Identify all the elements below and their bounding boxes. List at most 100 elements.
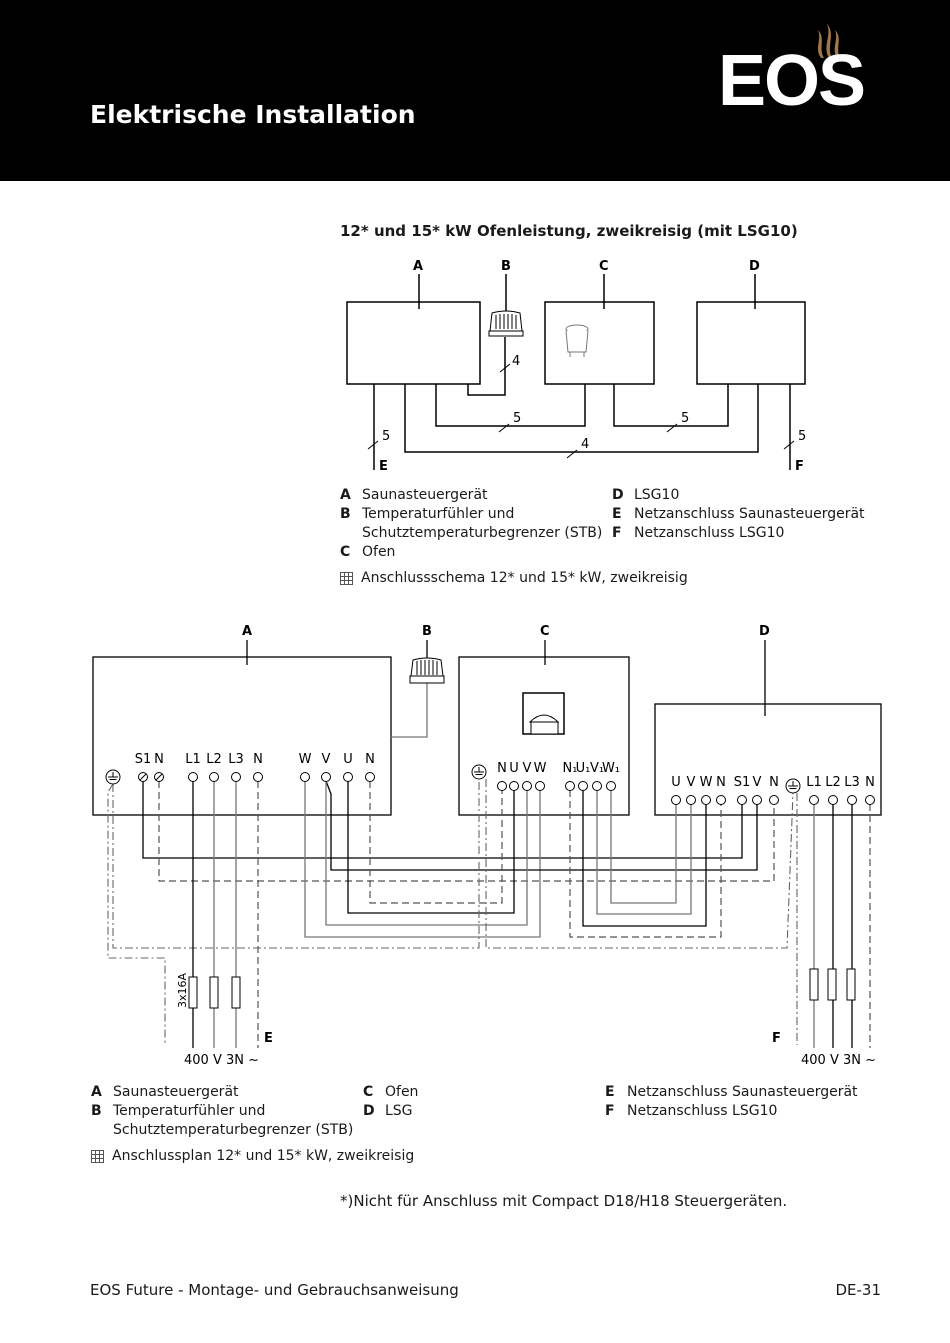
wire [142,781,743,859]
cable-number: 4 [512,354,520,369]
terminal-label: V [322,752,331,767]
terminal: S1 [135,752,152,782]
label-e: E [379,459,388,474]
terminal: N [154,752,164,782]
terminal-label: N [497,761,507,776]
terminal: N [253,752,263,782]
terminal: L1 [185,752,201,782]
terminal: N [365,752,375,782]
eos-logo: EOS [718,22,883,117]
label-d: D [749,259,760,274]
terminal-label: S1 [135,752,152,767]
diagram1-title: 12* und 15* kW Ofenleistung, zweikreisig… [340,222,798,240]
label-c: C [540,624,550,639]
terminal: V [522,761,532,791]
terminal-label: W [299,752,312,767]
diagram1-caption: Anschlussschema 12* und 15* kW, zweikrei… [340,570,688,586]
terminal: L1 [806,775,822,805]
fuses [188,968,856,1009]
terminal-label: W₁ [602,761,620,776]
terminal-label: U₁ [576,761,591,776]
supply-voltage-left: 400 V 3N ~ [184,1053,259,1068]
label-a: A [242,624,252,639]
page-header: Elektrische Installation EOS [0,0,950,181]
terminal: U [671,775,681,805]
footnote: *)Nicht für Anschluss mit Compact D18/H1… [340,1192,788,1210]
cable-number: 5 [681,411,689,426]
terminal-label: L2 [206,752,222,767]
wire [596,790,692,915]
terminal-label: L3 [228,752,244,767]
cable-number: 5 [798,429,806,444]
wire [304,781,541,938]
terminal: S1 [734,775,751,805]
footer-page-number: DE-31 [835,1281,881,1299]
terminal-label: W [700,775,713,790]
terminal-label: W [534,761,547,776]
terminal: L2 [206,752,222,782]
cable-number: 5 [382,429,390,444]
heater-icon [522,692,565,735]
label-f: F [772,1031,781,1046]
terminal-label: S1 [734,775,751,790]
terminal-label: U [509,761,519,776]
terminal: N [769,775,779,805]
ground-icon [471,764,487,780]
terminal: L3 [844,775,860,805]
logo-text: EOS [718,41,866,121]
terminal: V [321,752,331,782]
terminal: L2 [825,775,841,805]
terminal: N [865,775,875,805]
diagram2-caption: Anschlussplan 12* und 15* kW, zweikreisi… [91,1148,414,1164]
cable-number: 5 [513,411,521,426]
terminal: N [497,761,507,791]
supply-voltage-right: 400 V 3N ~ [801,1053,876,1068]
box-a [346,301,481,385]
label-d: D [759,624,770,639]
terminal: W [299,752,312,782]
terminal-label: L3 [844,775,860,790]
terminal: W [534,761,547,791]
box-d [696,301,806,385]
connection-schema-diagram: A B C D E F 4 5 5 4 5 5 [346,259,806,474]
cable-number: 4 [581,437,589,452]
heater-icon [565,324,589,357]
fuse-label: 3x16A [176,972,189,1008]
terminal-label: L1 [185,752,201,767]
terminal: V [686,775,696,805]
ground-icon [105,769,121,785]
label-a: A [413,259,423,274]
terminal-label: V [687,775,696,790]
terminal-label: N [769,775,779,790]
wire [347,781,515,914]
terminal: W [700,775,713,805]
terminal-label: N [716,775,726,790]
terminal: V₁ [590,761,604,791]
page-title: Elektrische Installation [90,100,416,129]
terminal: N [716,775,726,805]
wire [582,790,707,927]
terminal: W₁ [602,761,620,791]
wire [369,781,503,904]
label-b: B [501,259,511,274]
wire [610,790,677,904]
terminal-label: L1 [806,775,822,790]
schematic-icon [340,571,353,585]
wire [485,779,794,949]
label-f: F [795,459,804,474]
wire [107,783,166,1045]
terminal-label: N [154,752,164,767]
terminal-label: N [365,752,375,767]
terminal: U [509,761,519,791]
wire [569,790,722,938]
temperature-sensor-icon [409,657,445,684]
wire [158,781,775,882]
box-c [544,301,655,385]
temperature-sensor-icon [488,310,524,337]
terminal-label: N [865,775,875,790]
wire [112,779,480,949]
box-a [92,656,392,816]
